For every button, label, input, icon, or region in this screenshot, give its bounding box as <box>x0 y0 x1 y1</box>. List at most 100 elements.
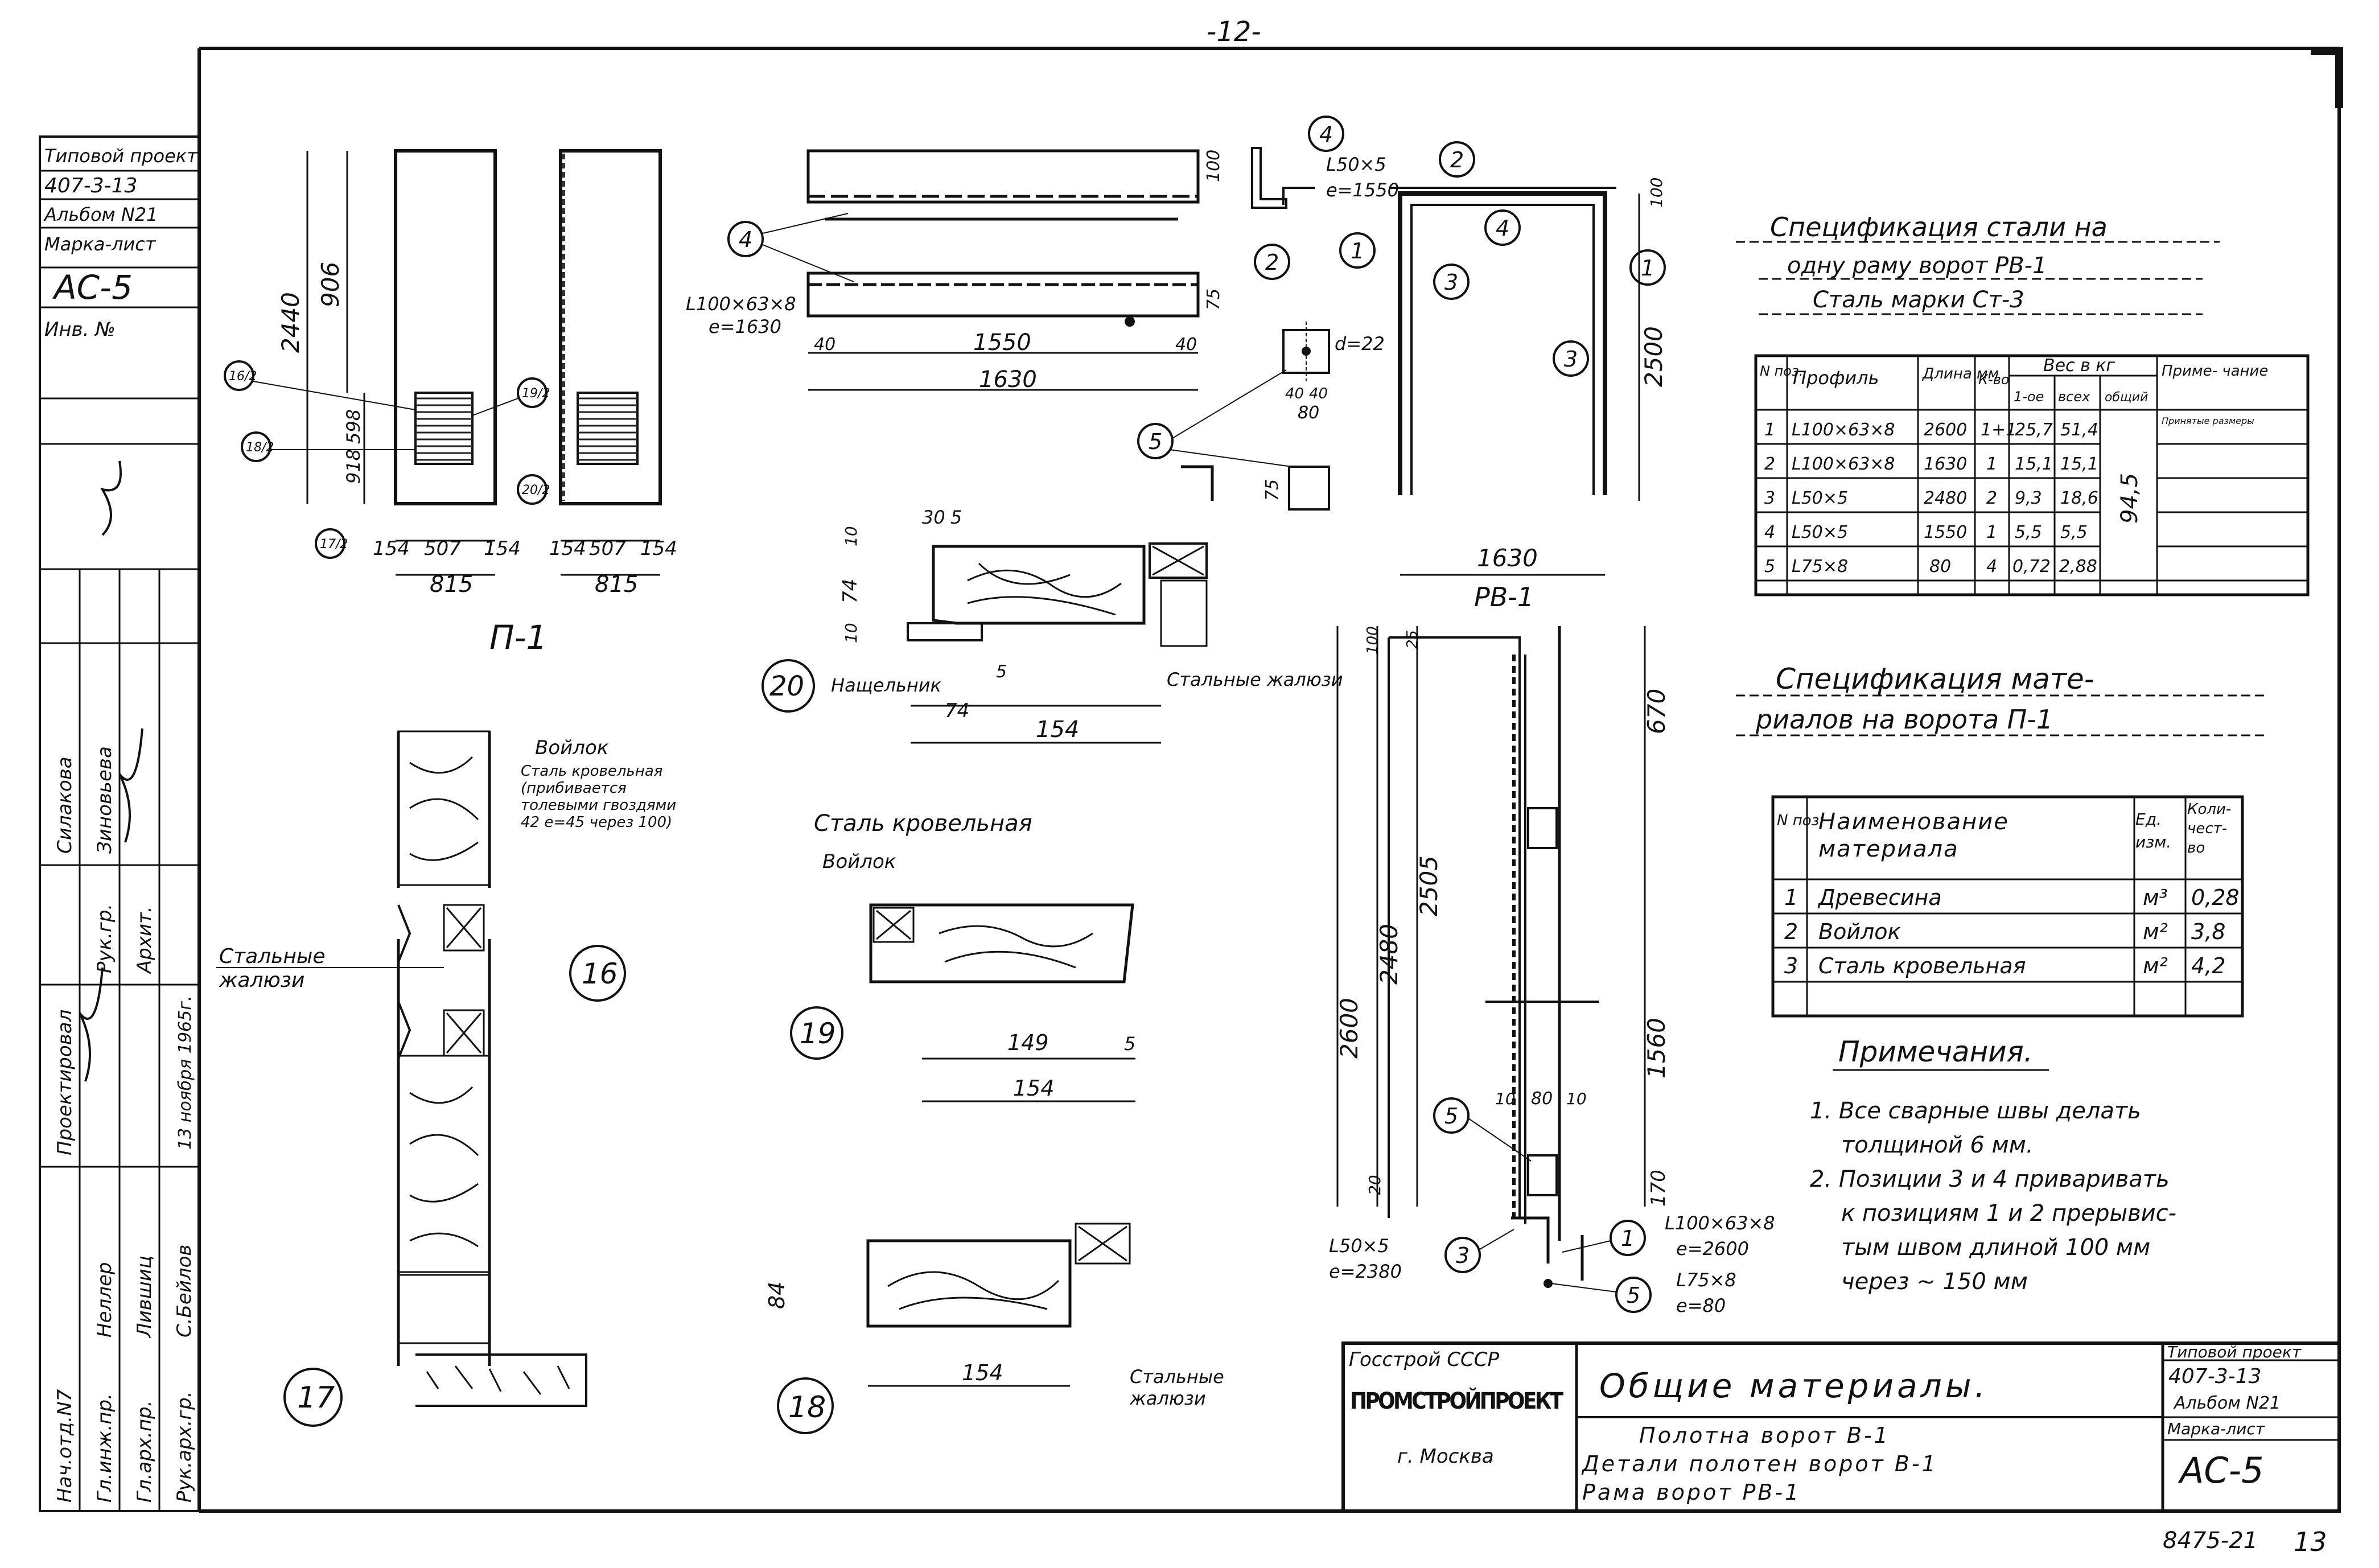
detail-20-dim-10b: 10 <box>842 623 861 643</box>
steel-r0-c3: 1+1 <box>1981 420 2016 440</box>
detail-19: 19 Сталь кровельная Войлок 149 5 154 <box>790 810 1135 1102</box>
section-dim-2480: 2480 <box>1375 924 1403 985</box>
steel-spec-title: Спецификация стали на одну раму ворот РВ… <box>1736 212 2220 315</box>
section-dim-170: 170 <box>1647 1170 1670 1207</box>
section-dim-20: 20 <box>1365 1175 1384 1195</box>
section-right-profile-2: L75×8 <box>1676 1269 1736 1291</box>
material-r2-c0: 3 <box>1784 953 1798 978</box>
stamp-project-label: Типовой проект <box>44 145 198 167</box>
steel-r3-c4: 5,5 <box>2015 522 2042 542</box>
section-dim-10a: 10 <box>1495 1089 1516 1108</box>
detail-20-number: 20 <box>769 670 804 702</box>
steel-r1-c2: 1630 <box>1924 454 1967 474</box>
material-r0-c0: 1 <box>1784 885 1798 910</box>
plate-dim-0: 40 <box>1285 385 1304 402</box>
steel-r3-c3: 1 <box>1986 522 1997 542</box>
steel-r1-c3: 1 <box>1986 454 1997 474</box>
title-project-label: Типовой проект <box>2167 1343 2302 1361</box>
title-sub-1: Полотна ворот В-1 <box>1639 1423 1890 1448</box>
plank-h-b: 75 <box>1204 289 1224 310</box>
material-header-3: Коли- чест- во <box>2187 801 2231 857</box>
steel-r2-c3: 2 <box>1986 488 1997 508</box>
steel-r4-c0: 5 <box>1764 557 1775 577</box>
signature-3 <box>100 460 122 536</box>
stamp-role-5: Проектировал <box>53 1010 76 1155</box>
section-callout-5b <box>1615 1277 1652 1313</box>
plate-callout-5 <box>1137 423 1174 459</box>
p1-height: 2440 <box>277 292 304 353</box>
stamp-role-3: Рук.арх.гр. <box>173 1391 196 1503</box>
material-spec: Спецификация мате- риалов на ворота П-1 … <box>1736 662 2265 1018</box>
p1-dim-2: 598 <box>343 409 364 444</box>
detail-18: 18 84 154 Стальные жалюзи <box>764 1223 1224 1434</box>
p1-callout-16 <box>224 360 254 391</box>
title-sub-3: Рама ворот РВ-1 <box>1582 1480 1801 1505</box>
p1-callout-19 <box>517 377 548 408</box>
stamp-name-4: Зиновьева <box>93 746 116 854</box>
signature-1 <box>79 967 104 1082</box>
steel-header-0: N поз. <box>1760 363 1803 379</box>
title-sub-2: Детали полотен ворот В-1 <box>1581 1451 1938 1476</box>
steel-spec-table: N поз. Профиль Длина мм К-во Вес в кг Пр… <box>1754 354 2310 596</box>
steel-r2-c1: L50×5 <box>1792 488 1848 508</box>
steel-header-1: Профиль <box>1793 367 1879 389</box>
svg-text:17/2: 17/2 <box>320 537 348 552</box>
steel-r0-c4: 25,7 <box>2015 420 2053 440</box>
frame-rv1-drawing: 2500 100 1630 РВ-1 2 4 1 3 3 1 <box>1339 141 1668 612</box>
steel-sub-0: 1-ое <box>2014 389 2044 405</box>
plate-detail: d=22 40 40 80 5 75 <box>1137 322 1385 511</box>
section-callout-3 <box>1444 1237 1481 1273</box>
detail-19-marker <box>790 1006 843 1060</box>
p1-wr-0: 154 <box>549 537 586 560</box>
plank-dim-1: 1550 <box>973 330 1031 356</box>
material-r0-c1: Древесина <box>1817 885 1942 910</box>
stamp-album: Альбом N21 <box>43 204 158 225</box>
stamp-role-0: Нач.отд.N7 <box>53 1389 76 1503</box>
svg-text:3: 3 <box>1444 270 1458 295</box>
detail-20: 20 Нащельник Стальные жалюзи 30 5 10 74 … <box>762 507 1343 744</box>
material-r2-c3: 4,2 <box>2191 953 2225 978</box>
plank-profile: L100×63×8 <box>686 293 796 315</box>
detail-20-dim-5b: 5 <box>996 662 1007 682</box>
p1-dim-0: 906 <box>316 262 344 307</box>
svg-text:5: 5 <box>1149 429 1162 454</box>
steel-r4-c2: 80 <box>1929 557 1951 577</box>
material-header-0: N поз. <box>1777 812 1824 829</box>
detail-20-dim-30: 30 <box>922 507 945 528</box>
steel-r0-c5: 51,4 <box>2060 420 2098 440</box>
material-r1-c3: 3,8 <box>2191 919 2225 944</box>
detail-16-felt: Войлок <box>535 736 609 759</box>
detail-18-marker <box>777 1377 834 1434</box>
note-line-3: к позициям 1 и 2 прерывис- <box>1841 1200 2176 1227</box>
svg-text:5: 5 <box>1627 1283 1640 1308</box>
section-dim-1560: 1560 <box>1643 1018 1670 1079</box>
p1-dim-1: 918 <box>343 449 364 484</box>
p1-callout-18 <box>241 431 271 462</box>
detail-18-louvers: Стальные жалюзи <box>1130 1366 1224 1409</box>
stamp-name-2: С.Бейлов <box>173 1245 196 1337</box>
title-main: Общие материалы. <box>1599 1367 1989 1405</box>
material-title-1: Спецификация мате- <box>1776 662 2094 695</box>
material-r1-c0: 2 <box>1784 919 1798 944</box>
signature-2 <box>118 728 143 843</box>
section-left-length: e=2380 <box>1329 1261 1402 1282</box>
section-right-profile-1: L100×63×8 <box>1665 1212 1775 1234</box>
detail-16-marker <box>569 945 626 1002</box>
steel-r4-c3: 4 <box>1986 557 1997 577</box>
svg-text:4: 4 <box>739 227 752 252</box>
page-number: -12- <box>1207 16 1261 48</box>
p1-callout-20 <box>517 474 548 505</box>
p1-caption: П-1 <box>489 618 547 657</box>
steel-r2-c4: 9,3 <box>2015 488 2042 508</box>
angle-callout-2 <box>1254 244 1290 280</box>
detail-19-steel: Сталь кровельная <box>814 810 1032 837</box>
steel-r2-c0: 3 <box>1764 488 1775 508</box>
notes-title: Примечания. <box>1838 1035 2033 1068</box>
section-callout-5a <box>1433 1097 1470 1134</box>
title-project-number: 407-3-13 <box>2168 1365 2261 1388</box>
section-dim-10b: 10 <box>1566 1089 1587 1108</box>
svg-text:1: 1 <box>1621 1226 1635 1251</box>
section-dim-2505: 2505 <box>1415 855 1443 916</box>
detail-20-label-left: Нащельник <box>831 674 942 696</box>
detail-20-dim-74b: 74 <box>945 699 969 722</box>
